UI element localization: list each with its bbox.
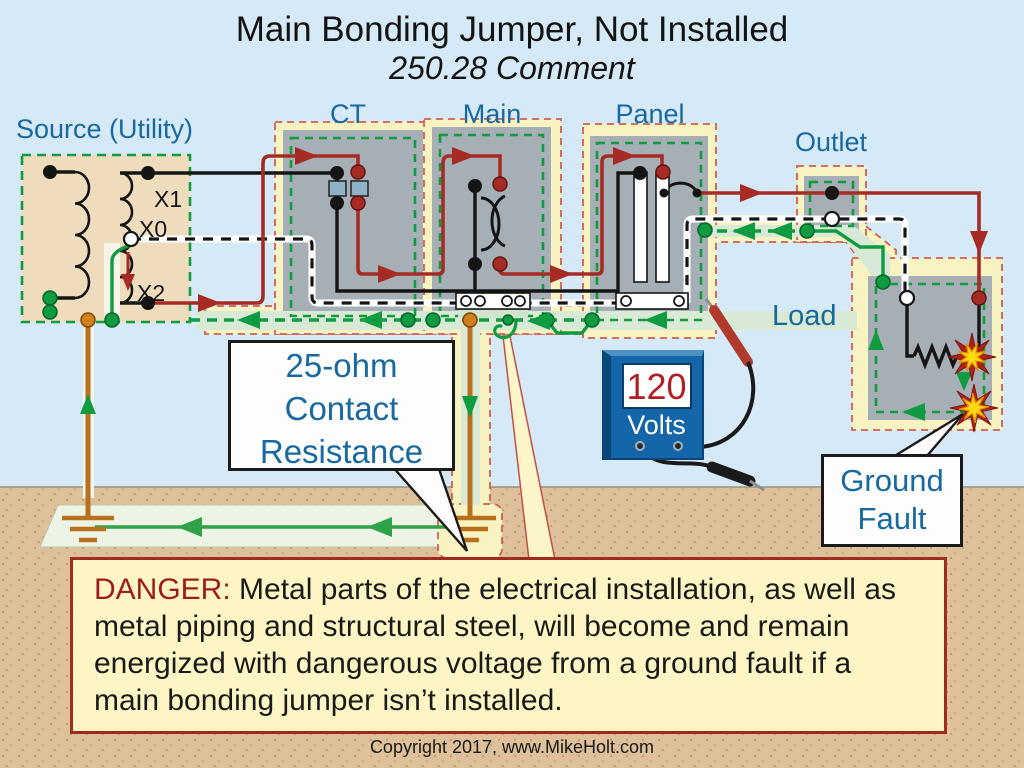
- page-subtitle: 250.28 Comment: [389, 50, 635, 86]
- neutral-terminals: [122, 210, 916, 307]
- fault-current-arrows: [121, 147, 988, 312]
- danger-label: DANGER:: [94, 573, 231, 606]
- black-probe-tip: [749, 479, 765, 492]
- ground-current-arrows: [80, 222, 972, 421]
- main-to-panel: [498, 154, 664, 276]
- label-load: Load: [772, 300, 837, 332]
- branch-circuit: [697, 191, 981, 296]
- outlet-ground-border: [808, 180, 855, 228]
- main-neutral-bar: [455, 292, 531, 310]
- label-ct: CT: [330, 99, 366, 129]
- neutral-strap: [458, 310, 528, 318]
- label-main: Main: [462, 99, 522, 129]
- copyright-text: Copyright 2017, www.MikeHolt.com: [369, 737, 655, 757]
- label-outlet: Outlet: [794, 127, 868, 157]
- earth-current-arrows: [177, 517, 392, 537]
- ct-to-main: [356, 154, 502, 276]
- ct-sensor-right: [350, 180, 369, 197]
- ground-fault-callout: Ground Fault: [821, 454, 963, 547]
- resistance-callout-line1: 25-ohm: [285, 347, 398, 384]
- ct-ground-border: [289, 136, 417, 318]
- neutral-bar-terminals: [460, 295, 685, 307]
- red-probe-body: [709, 305, 753, 367]
- black-terminals: [43, 165, 839, 310]
- red-terminals: [350, 164, 987, 306]
- label-terminal-x2: X2: [137, 280, 166, 306]
- x0-ground-bond: [110, 243, 132, 318]
- label-terminal-x0: X0: [139, 216, 168, 242]
- voltmeter-terminal-right: [673, 441, 683, 451]
- voltmeter-unit: Volts: [627, 410, 686, 440]
- ground-fault-line1: Ground: [840, 463, 944, 498]
- danger-note: DANGER: Metal parts of the electrical in…: [70, 557, 947, 734]
- ground-fault-line2: Fault: [857, 501, 927, 536]
- label-source: Source (Utility): [16, 114, 194, 144]
- hot-run: [335, 171, 640, 293]
- black-probe-body: [706, 461, 756, 487]
- main-breaker-contact-left: [480, 196, 501, 252]
- neutral-conductor: [131, 215, 909, 307]
- ct-sensor-left: [328, 180, 347, 197]
- resistance-callout-line2: Contact: [284, 390, 399, 427]
- ground-fault-spark-icon: [947, 332, 999, 433]
- gec-terminals: [80, 312, 478, 328]
- main-breaker-contact-right: [490, 194, 506, 248]
- page-title: Main Bonding Jumper, Not Installed: [235, 10, 789, 49]
- x2-feeder: [148, 154, 360, 305]
- earth-ground-symbol-left: [62, 515, 114, 543]
- resistance-callout-line3: Resistance: [259, 433, 424, 470]
- resistance-callout: 25-ohm Contact Resistance: [228, 340, 455, 471]
- fault-conductors: [126, 154, 981, 305]
- load-ground-drop: [807, 229, 885, 282]
- panel-bus-right: [655, 171, 670, 283]
- transformer-primary-coil: [74, 170, 91, 300]
- ground-terminals: [42, 222, 891, 328]
- panel-bus-left: [633, 171, 648, 283]
- missing-bonding-jumper-curl: [493, 319, 518, 340]
- danger-text: Metal parts of the electrical installati…: [94, 573, 896, 717]
- red-probe-lead: [678, 361, 756, 449]
- main-ground-border: [438, 133, 545, 318]
- current-arrows: [80, 147, 988, 537]
- label-terminal-x1: X1: [154, 186, 183, 212]
- voltmeter-reading: 120: [621, 363, 692, 409]
- panel-neutral-bar: [615, 292, 689, 310]
- voltmeter-terminal-left: [635, 441, 645, 451]
- bars-and-devices: [328, 171, 689, 318]
- voltmeter: 120 Volts: [602, 350, 704, 460]
- meter-probes: [640, 298, 765, 492]
- label-panel: Panel: [615, 99, 685, 129]
- connection-dots: [42, 164, 987, 328]
- ground-dip: [545, 318, 594, 335]
